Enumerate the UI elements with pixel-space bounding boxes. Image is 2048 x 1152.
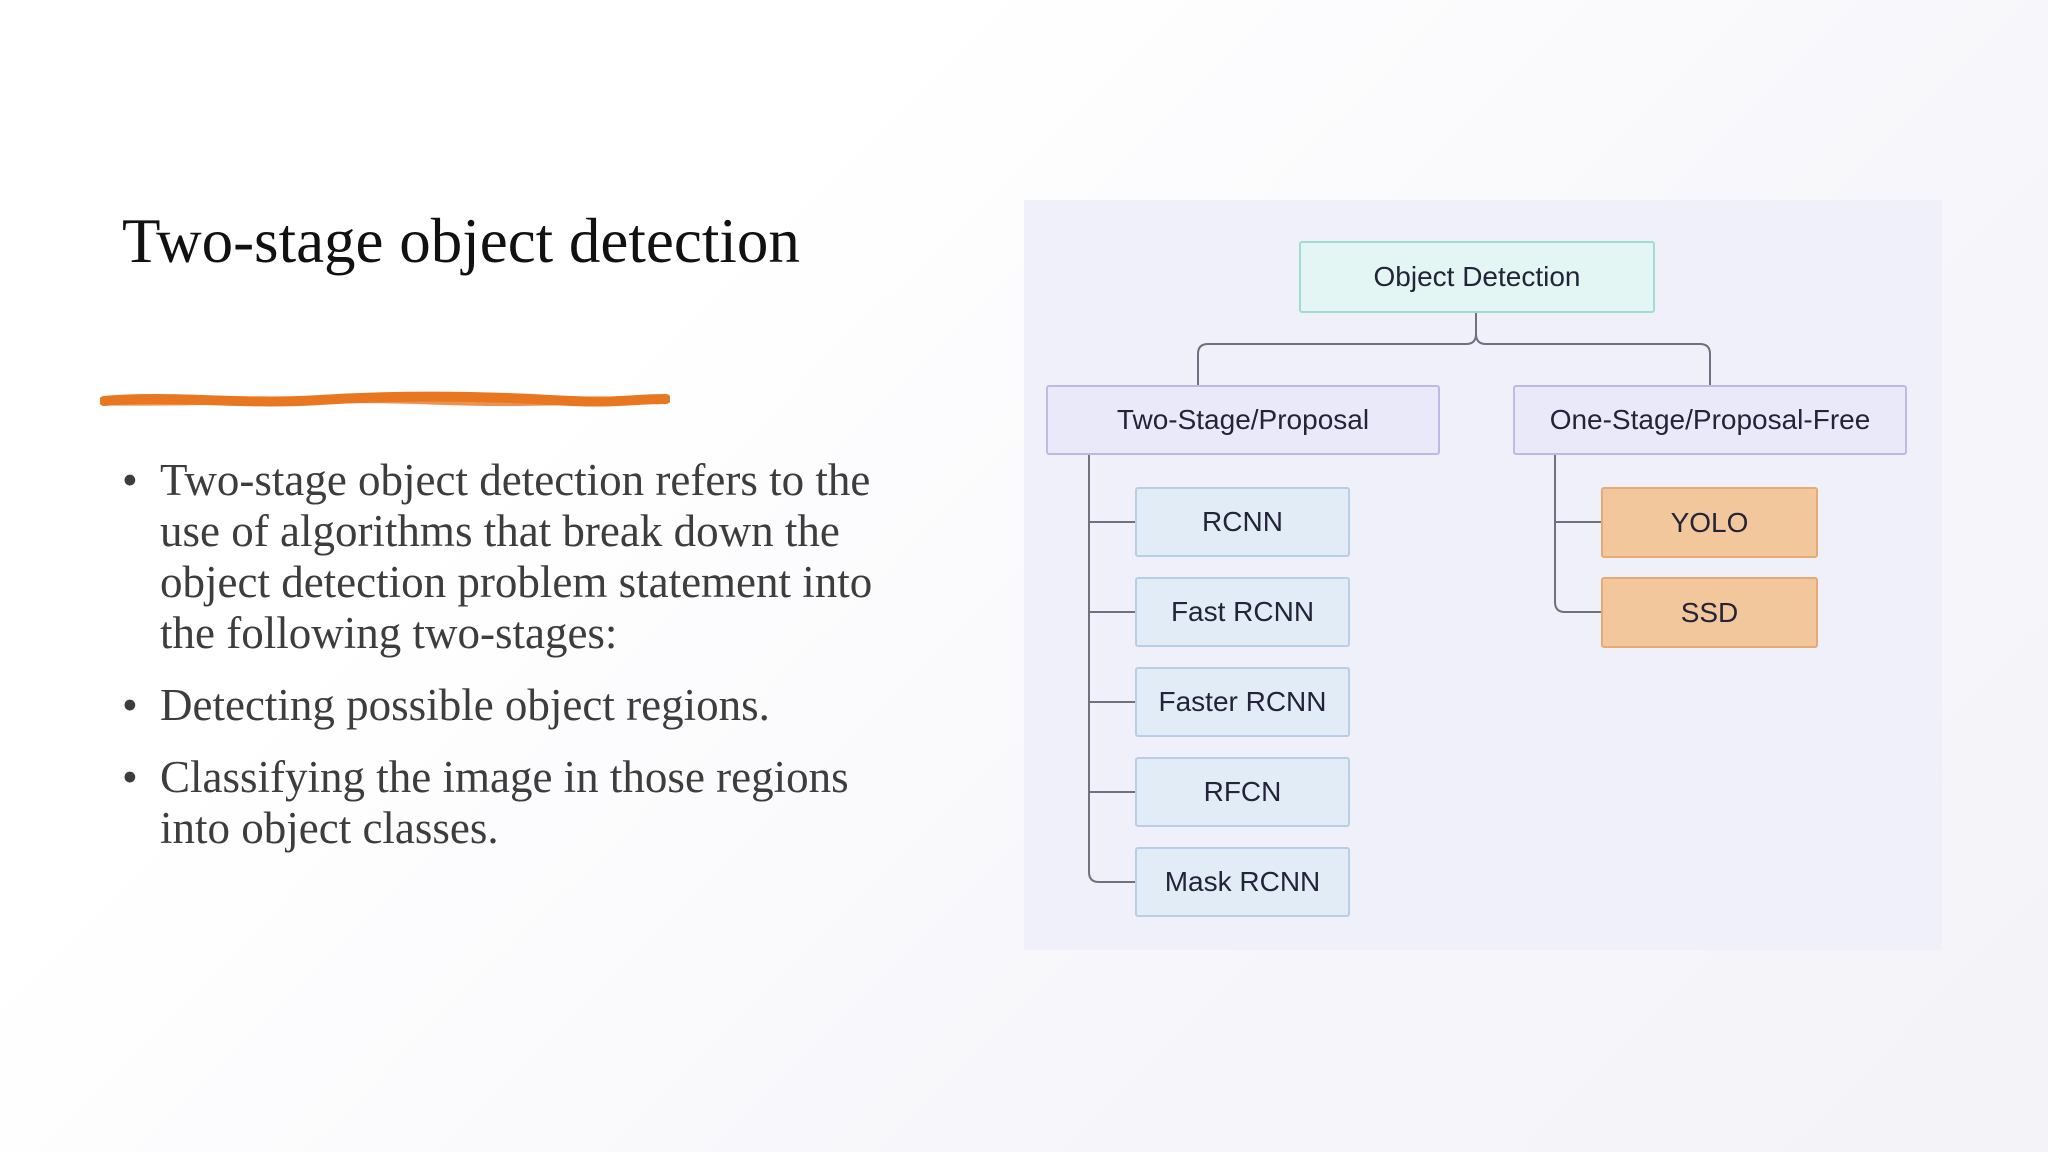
diagram-connectors bbox=[1088, 313, 1711, 883]
bullet-list: • Two-stage object detection refers to t… bbox=[122, 455, 922, 875]
bullet-item: • Detecting possible object regions. bbox=[122, 680, 922, 731]
leaf-node-yolo: YOLO bbox=[1601, 487, 1818, 558]
bullet-text: Classifying the image in those regions i… bbox=[160, 752, 849, 853]
leaf-node-ssd: SSD bbox=[1601, 577, 1818, 648]
two-stage-spine bbox=[1088, 455, 1135, 883]
leaf-node-faster-rcnn: Faster RCNN bbox=[1135, 667, 1350, 737]
slide-title: Two-stage object detection bbox=[122, 206, 800, 276]
leaf-node-rcnn: RCNN bbox=[1135, 487, 1350, 557]
bullet-dot: • bbox=[122, 455, 138, 505]
bullet-dot: • bbox=[122, 680, 138, 730]
leaf-node-mask-rcnn: Mask RCNN bbox=[1135, 847, 1350, 917]
leaf-node-fast-rcnn: Fast RCNN bbox=[1135, 577, 1350, 647]
root-connector bbox=[1197, 313, 1477, 385]
bullet-dot: • bbox=[122, 752, 138, 802]
one-stage-spine bbox=[1554, 455, 1601, 613]
accent-underline bbox=[100, 391, 670, 407]
branch-node-one-stage: One-Stage/Proposal-Free bbox=[1513, 385, 1907, 455]
leaf-node-rfcn: RFCN bbox=[1135, 757, 1350, 827]
branch-node-two-stage: Two-Stage/Proposal bbox=[1046, 385, 1440, 455]
root-node-object-detection: Object Detection bbox=[1299, 241, 1655, 313]
bullet-text: Two-stage object detection refers to the… bbox=[160, 455, 873, 658]
bullet-item: • Two-stage object detection refers to t… bbox=[122, 455, 922, 659]
root-connector-right bbox=[1475, 333, 1711, 385]
bullet-text: Detecting possible object regions. bbox=[160, 680, 770, 730]
bullet-item: • Classifying the image in those regions… bbox=[122, 752, 922, 854]
detection-taxonomy-diagram: Object Detection Two-Stage/Proposal One-… bbox=[1024, 200, 1942, 950]
